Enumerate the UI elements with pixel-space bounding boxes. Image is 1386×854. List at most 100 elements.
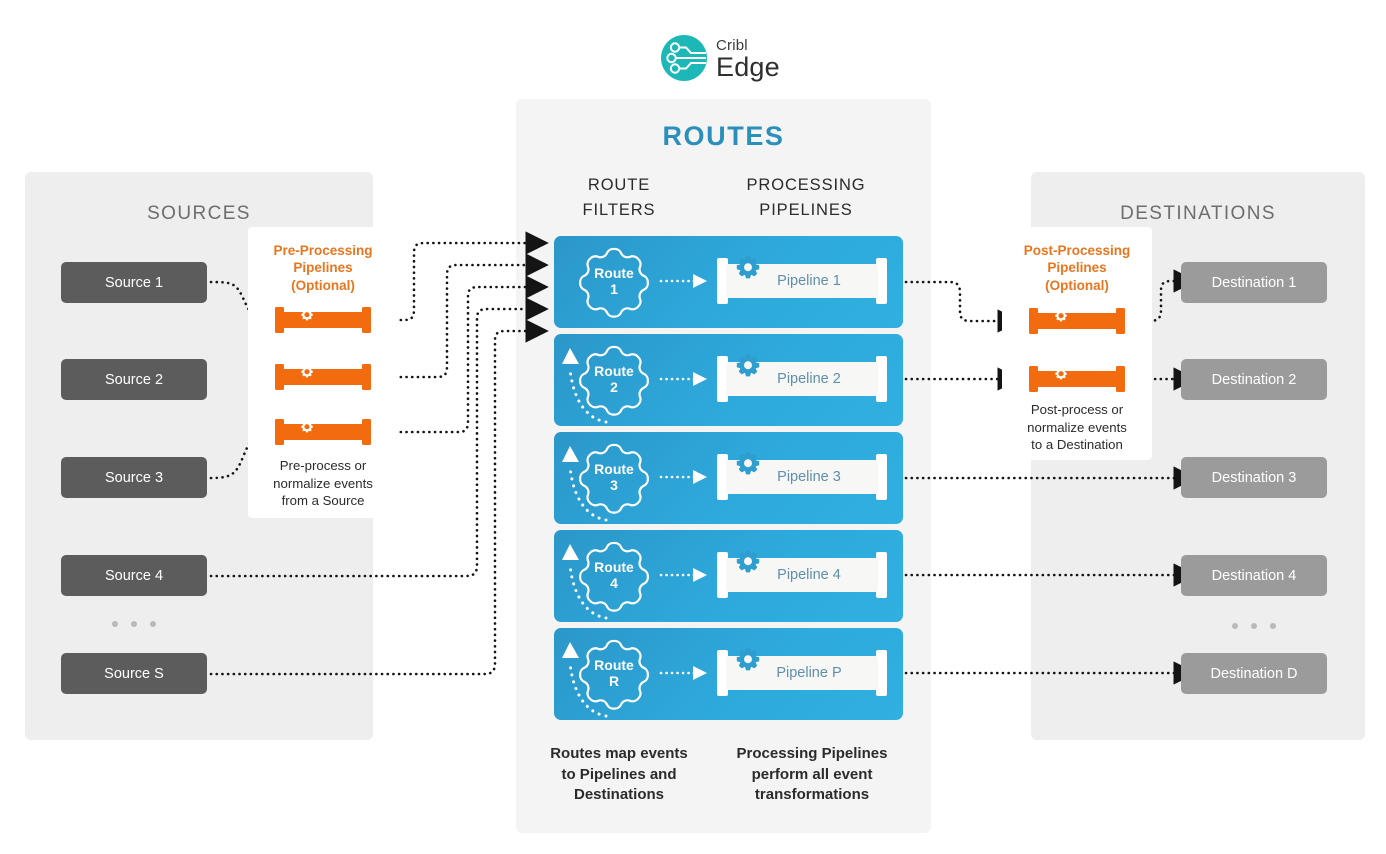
pre-processing-pipe-icon[interactable] <box>275 305 371 335</box>
pipelines-footer-note: Processing Pipelines perform all event t… <box>714 744 910 806</box>
destination-node[interactable]: Destination 2 <box>1181 359 1327 400</box>
column-header-route-filters: ROUTE FILTERS <box>540 173 698 223</box>
post-note-line2: normalize events <box>1027 419 1127 435</box>
logo-word-edge: Edge <box>716 51 780 82</box>
pipeline-cap-left <box>717 552 728 598</box>
route-filters-line2: FILTERS <box>582 201 656 220</box>
source-node[interactable]: Source 2 <box>61 359 207 400</box>
pre-title-line3: (Optional) <box>291 277 355 293</box>
pipeline-icon[interactable]: Pipeline 1 <box>717 255 887 304</box>
routes-note-line3: Destinations <box>573 786 664 804</box>
route-to-pipeline-arrow-icon <box>659 368 711 390</box>
post-processing-note: Post-process or normalize events to a De… <box>1002 401 1152 454</box>
route-gear-icon <box>578 540 650 612</box>
pipeline-cap-right <box>876 258 887 304</box>
sources-ellipsis <box>61 619 207 629</box>
pipeline-icon[interactable]: Pipeline 4 <box>717 549 887 598</box>
route-filters-line1: ROUTE <box>587 176 651 194</box>
cribl-circuit-icon <box>660 34 708 82</box>
post-processing-pipe-icon[interactable] <box>1029 364 1125 394</box>
destination-label: Destination D <box>1210 665 1298 682</box>
pipelines-note-line3: transformations <box>754 786 870 804</box>
logo-word-cribl: Cribl <box>716 36 748 54</box>
post-title-line2: Pipelines <box>1047 260 1107 276</box>
processing-pipelines-line1: PROCESSING <box>746 176 866 194</box>
pipeline-cap-right <box>876 356 887 402</box>
pipeline-icon[interactable]: Pipeline 3 <box>717 451 887 500</box>
pipeline-cap-left <box>717 356 728 402</box>
source-node[interactable]: Source S <box>61 653 207 694</box>
pipeline-cap-left <box>717 258 728 304</box>
source-label: Source 3 <box>104 469 164 486</box>
cribl-edge-logo: Cribl Edge <box>660 32 780 84</box>
route-row[interactable]: Route 4 Pipeline 4 <box>554 530 903 622</box>
pre-note-line2: normalize events <box>273 475 373 491</box>
destination-label: Destination 3 <box>1211 469 1297 486</box>
pre-title-line2: Pipelines <box>293 260 353 276</box>
source-node[interactable]: Source 4 <box>61 555 207 596</box>
pipeline-gear-icon <box>735 255 761 281</box>
source-label: Source 2 <box>104 371 164 388</box>
pipeline-cap-right <box>876 650 887 696</box>
route-row[interactable]: Route 1 Pipeline 1 <box>554 236 903 328</box>
pre-note-line3: from a Source <box>281 493 365 509</box>
post-title-line3: (Optional) <box>1045 277 1109 293</box>
route-row[interactable]: Route 2 Pipeline 2 <box>554 334 903 426</box>
route-to-pipeline-arrow-icon <box>659 662 711 684</box>
route-gear-icon <box>578 638 650 710</box>
destination-node[interactable]: Destination 4 <box>1181 555 1327 596</box>
processing-pipelines-line2: PIPELINES <box>759 201 853 220</box>
post-title-line1: Post-Processing <box>1023 243 1131 258</box>
destination-node[interactable]: Destination 3 <box>1181 457 1327 498</box>
pre-processing-pipe-icon[interactable] <box>275 417 371 447</box>
pipelines-note-line1: Processing Pipelines <box>736 745 888 762</box>
route-gear-icon <box>578 442 650 514</box>
pipeline-cap-left <box>717 454 728 500</box>
post-processing-pipe-icon[interactable] <box>1029 306 1125 336</box>
routes-title: ROUTES <box>662 121 785 151</box>
pipeline-icon[interactable]: Pipeline P <box>717 647 887 696</box>
source-node[interactable]: Source 3 <box>61 457 207 498</box>
pipeline-cap-right <box>876 454 887 500</box>
route-to-pipeline-arrow-icon <box>659 270 711 292</box>
destination-node[interactable]: Destination D <box>1181 653 1327 694</box>
source-node[interactable]: Source 1 <box>61 262 207 303</box>
pre-processing-pipe-icon[interactable] <box>275 362 371 392</box>
route-row[interactable]: Route 3 Pipeline 3 <box>554 432 903 524</box>
pipeline-cap-right <box>876 552 887 598</box>
logo-wordmark: Cribl Edge <box>716 36 780 81</box>
post-processing-card <box>1002 227 1152 460</box>
route-gear-icon <box>578 246 650 318</box>
route-to-pipeline-arrow-icon <box>659 564 711 586</box>
destination-label: Destination 1 <box>1211 274 1297 291</box>
post-note-line3: to a Destination <box>1031 437 1123 453</box>
post-processing-title: Post-Processing Pipelines (Optional) <box>1002 242 1152 294</box>
source-label: Source 1 <box>104 274 164 291</box>
source-label: Source 4 <box>104 567 164 584</box>
pipeline-gear-icon <box>735 647 761 673</box>
pipelines-note-line2: perform all event <box>751 765 873 783</box>
destinations-title: DESTINATIONS <box>1120 203 1276 224</box>
pipeline-icon[interactable]: Pipeline 2 <box>717 353 887 402</box>
pipeline-gear-icon <box>735 353 761 379</box>
routes-note-line1: Routes map events <box>550 745 688 762</box>
route-gear-icon <box>578 344 650 416</box>
destination-label: Destination 2 <box>1211 371 1297 388</box>
source-label: Source S <box>104 665 164 682</box>
route-to-pipeline-arrow-icon <box>659 466 711 488</box>
pre-processing-note: Pre-process or normalize events from a S… <box>248 457 398 510</box>
destinations-ellipsis <box>1181 621 1327 631</box>
routes-footer-note: Routes map events to Pipelines and Desti… <box>528 744 710 806</box>
destination-label: Destination 4 <box>1211 567 1297 584</box>
pre-title-line1: Pre-Processing <box>273 243 373 258</box>
route-row[interactable]: Route R Pipeline P <box>554 628 903 720</box>
pipeline-gear-icon <box>735 549 761 575</box>
pipeline-gear-icon <box>735 451 761 477</box>
sources-title: SOURCES <box>147 203 251 224</box>
column-header-processing-pipelines: PROCESSING PIPELINES <box>700 173 912 223</box>
post-note-line1: Post-process or <box>1030 402 1124 417</box>
destination-node[interactable]: Destination 1 <box>1181 262 1327 303</box>
pre-note-line1: Pre-process or <box>279 458 367 473</box>
pipeline-cap-left <box>717 650 728 696</box>
routes-note-line2: to Pipelines and <box>561 765 677 783</box>
